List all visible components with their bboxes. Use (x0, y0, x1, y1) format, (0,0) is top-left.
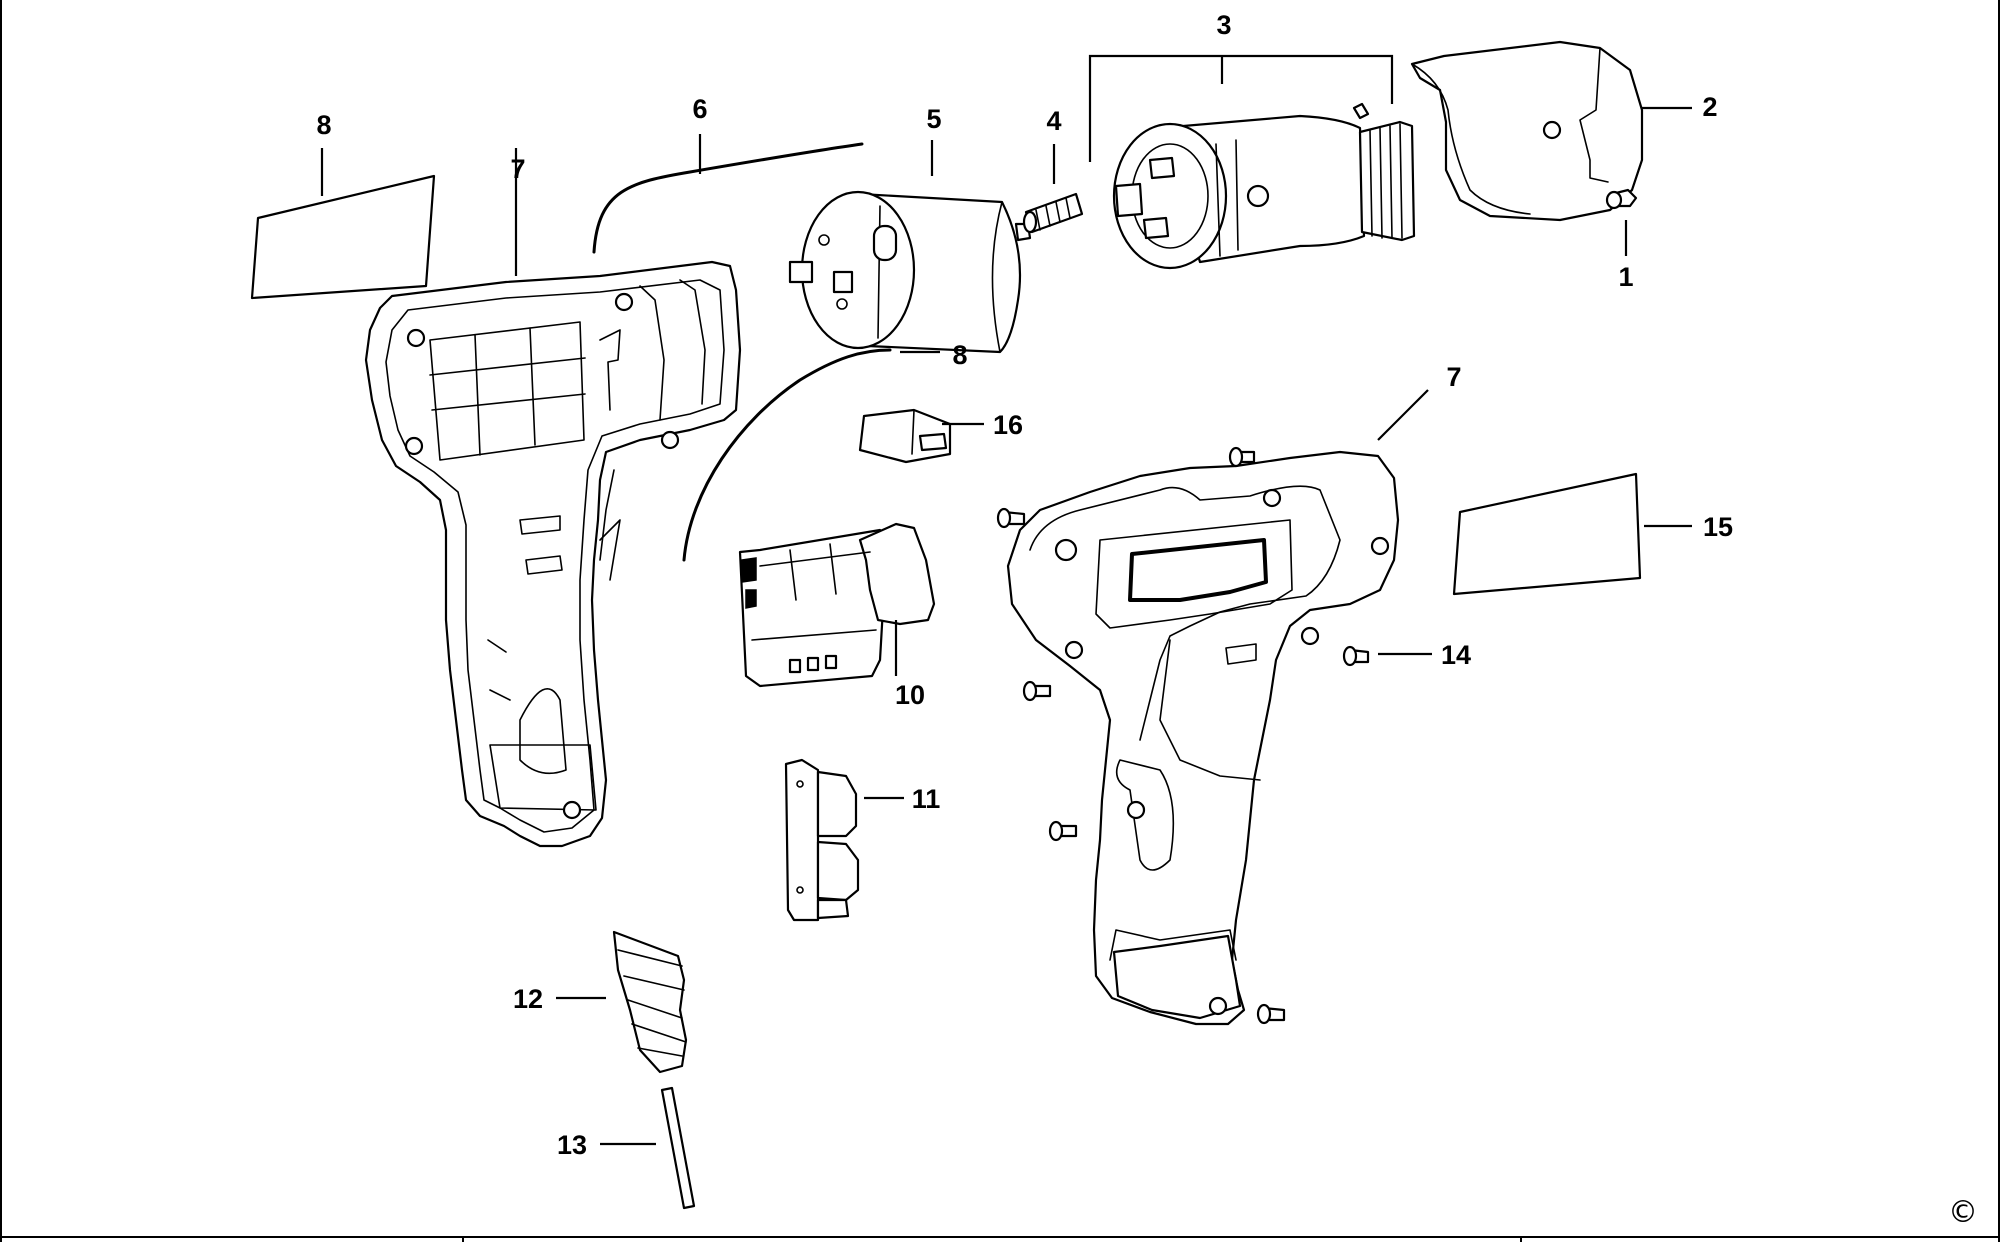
callout-8-label: 8 (316, 110, 331, 140)
title-block-strip (0, 1236, 2000, 1242)
callout-6: 6 (692, 94, 707, 124)
part-13-strip (660, 1086, 696, 1210)
callout-16: 16 (993, 410, 1023, 440)
callout-7-left: 7 (510, 154, 525, 184)
part-8-wire (682, 348, 892, 562)
callout-14: 14 (1441, 640, 1471, 670)
part-14-screws (996, 446, 1370, 1025)
part-12-vent-insert (612, 930, 688, 1074)
title-block-divider (1520, 1236, 1522, 1242)
callout-11: 11 (912, 784, 941, 814)
callout-3: 3 (1216, 10, 1231, 40)
copyright-mark: © (1948, 1195, 1978, 1230)
part-11-battery-terminal (784, 758, 860, 922)
title-block-divider (462, 1236, 464, 1242)
part-1-screw (1605, 188, 1638, 210)
part-7-housing-left (364, 260, 742, 848)
part-10-trigger-switch (738, 522, 936, 688)
part-4-pinion (1022, 192, 1084, 234)
callout-8-wire: 8 (952, 340, 967, 370)
part-8-label-left (250, 174, 436, 300)
callout-7-right: 7 (1446, 362, 1461, 392)
part-5-motor (788, 190, 1032, 354)
callout-12: 12 (513, 984, 543, 1014)
part-15-label-right (1452, 472, 1642, 596)
part-3-gearbox (1112, 102, 1416, 270)
callout-numbers: 1 2 3 4 5 6 7 7 8 8 10 11 12 13 14 15 16 (316, 10, 1733, 1160)
callout-1: 1 (1618, 262, 1633, 292)
part-6-wire (592, 142, 864, 254)
callout-13: 13 (557, 1130, 587, 1160)
callout-2: 2 (1702, 92, 1717, 122)
callout-10: 10 (895, 680, 925, 710)
part-2-front-cap (1410, 40, 1644, 222)
callout-4: 4 (1046, 106, 1061, 136)
callout-5: 5 (926, 104, 941, 134)
leader-lines (320, 54, 1692, 1146)
part-7-housing-right (1006, 450, 1400, 1026)
part-16-switch-cap (858, 408, 952, 464)
callout-15: 15 (1703, 512, 1733, 542)
